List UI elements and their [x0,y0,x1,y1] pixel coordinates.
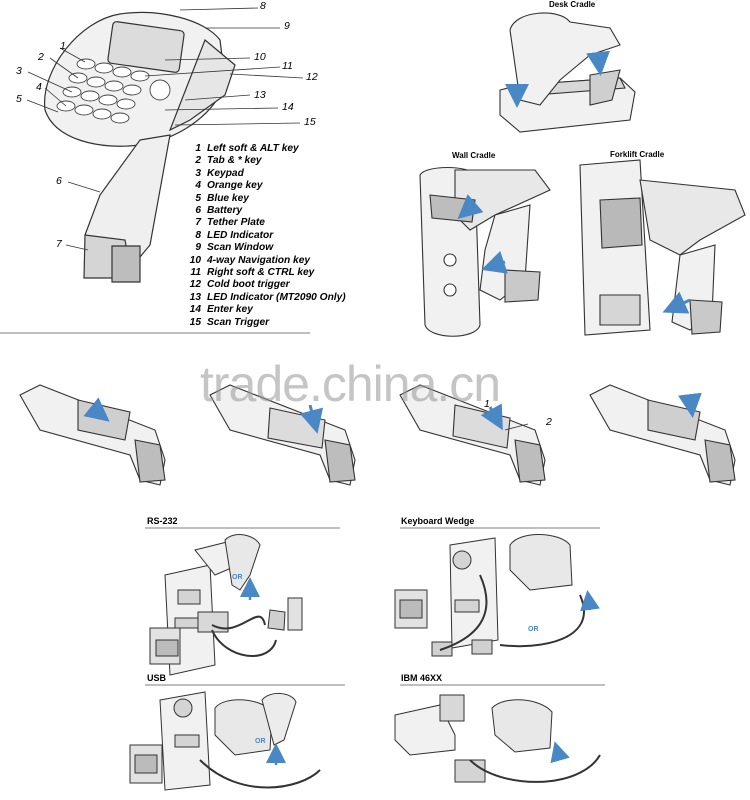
legend-number: 15 [189,316,201,328]
legend-item: 1 Left soft & ALT key [188,143,378,155]
forklift-cradle-label: Forklift Cradle [610,150,665,159]
legend-item: 9 Scan Window [188,242,378,254]
forklift-cradle-illustration [579,159,746,336]
callout-4: 4 [36,81,42,93]
legend-text: Keypad [207,167,244,179]
or-label: OR [255,738,266,745]
battery-step-callout-2: 2 [546,416,552,428]
legend-number: 8 [195,229,201,241]
legend-item: 6 Battery [188,205,378,217]
legend-text: Cold boot trigger [207,279,290,291]
callout-14: 14 [282,101,294,113]
or-label: OR [232,574,243,581]
legend-text: Battery [207,205,243,217]
legend-item: 8 LED Indicator [188,230,378,242]
battery-step-1 [19,384,166,486]
rs232-connection-diagram [149,534,303,676]
legend-number: 1 [195,143,201,154]
legend-text: Enter key [207,304,253,316]
callout-9: 9 [284,20,290,32]
legend-item: 3 Keypad [188,168,378,180]
callout-3: 3 [16,65,22,77]
callout-leader-lines [26,7,304,251]
legend-number: 3 [195,167,201,179]
legend-text: Left soft & ALT key [207,143,299,154]
legend-number: 14 [189,304,201,316]
scanner-device-illustration [44,11,236,283]
battery-step-2 [209,384,356,486]
legend-text: Scan Window [207,242,274,254]
legend-number: 6 [195,205,201,217]
watermark-text: trade.china.cn [200,356,501,412]
keyboard-wedge-connection-diagram [394,534,600,657]
legend-item: 14 Enter key [188,304,378,316]
keypad [56,58,171,124]
callout-13: 13 [254,89,266,101]
desk-cradle-illustration [499,12,636,133]
legend-text: Tab & * key [207,155,262,167]
callout-2: 2 [38,51,44,63]
legend-text: LED Indicator [207,229,274,241]
battery-step-3 [399,384,546,486]
legend-item: 13 LED Indicator (MT2090 Only) [188,292,378,304]
legend-text: Blue key [207,192,249,204]
legend-number: 13 [189,291,201,303]
legend-number: 11 [190,267,201,279]
legend-text: LED Indicator (MT2090 Only) [207,291,346,303]
legend-number: 7 [195,217,201,229]
callout-1: 1 [60,40,66,52]
legend-number: 9 [195,242,201,254]
legend-item: 5 Blue key [188,193,378,205]
wall-cradle-label: Wall Cradle [452,151,496,160]
callout-15: 15 [304,116,316,128]
legend-number: 12 [189,279,201,291]
legend-text: Scan Trigger [207,316,270,328]
legend-number: 5 [195,192,201,204]
callout-8: 8 [260,0,266,12]
wall-cradle-illustration [419,167,551,337]
callout-6: 6 [56,175,62,187]
section-divider-lines [0,332,605,686]
legend-number: 4 [195,180,201,192]
desk-cradle-label: Desk Cradle [549,0,596,9]
legend-item: 7 Tether Plate [188,217,378,229]
legend-item: 4 Orange key [188,180,378,192]
callout-7: 7 [56,238,62,250]
legend-text: Orange key [207,180,263,192]
usb-title: USB [147,673,167,683]
or-label: OR [528,626,539,633]
callout-5: 5 [16,93,22,105]
legend-item: 11 Right soft & CTRL key [188,267,378,279]
ibm46xx-title: IBM 46XX [401,673,443,683]
parts-legend: 1 Left soft & ALT key 2 Tab & * key 3 Keypa… [188,143,378,329]
legend-item: 10 4-way Navigation key [188,255,378,267]
keyboard-wedge-title: Keyboard Wedge [401,516,475,526]
legend-item: 2 Tab & * key [188,155,378,167]
callout-11: 11 [282,60,293,72]
usb-connection-diagram [129,691,321,791]
callout-12: 12 [306,71,318,83]
callout-10: 10 [254,51,266,63]
legend-number: 10 [189,254,201,266]
legend-text: Right soft & CTRL key [207,267,315,279]
legend-item: 12 Cold boot trigger [188,279,378,291]
legend-text: Tether Plate [207,217,265,229]
rs232-title: RS-232 [147,516,178,526]
legend-text: 4-way Navigation key [207,254,311,266]
battery-step-4 [589,384,736,486]
legend-number: 2 [195,155,201,167]
legend-item: 15 Scan Trigger [188,317,378,329]
ibm46xx-connection-diagram [394,694,601,783]
battery-step-callout-1: 1 [484,398,490,410]
